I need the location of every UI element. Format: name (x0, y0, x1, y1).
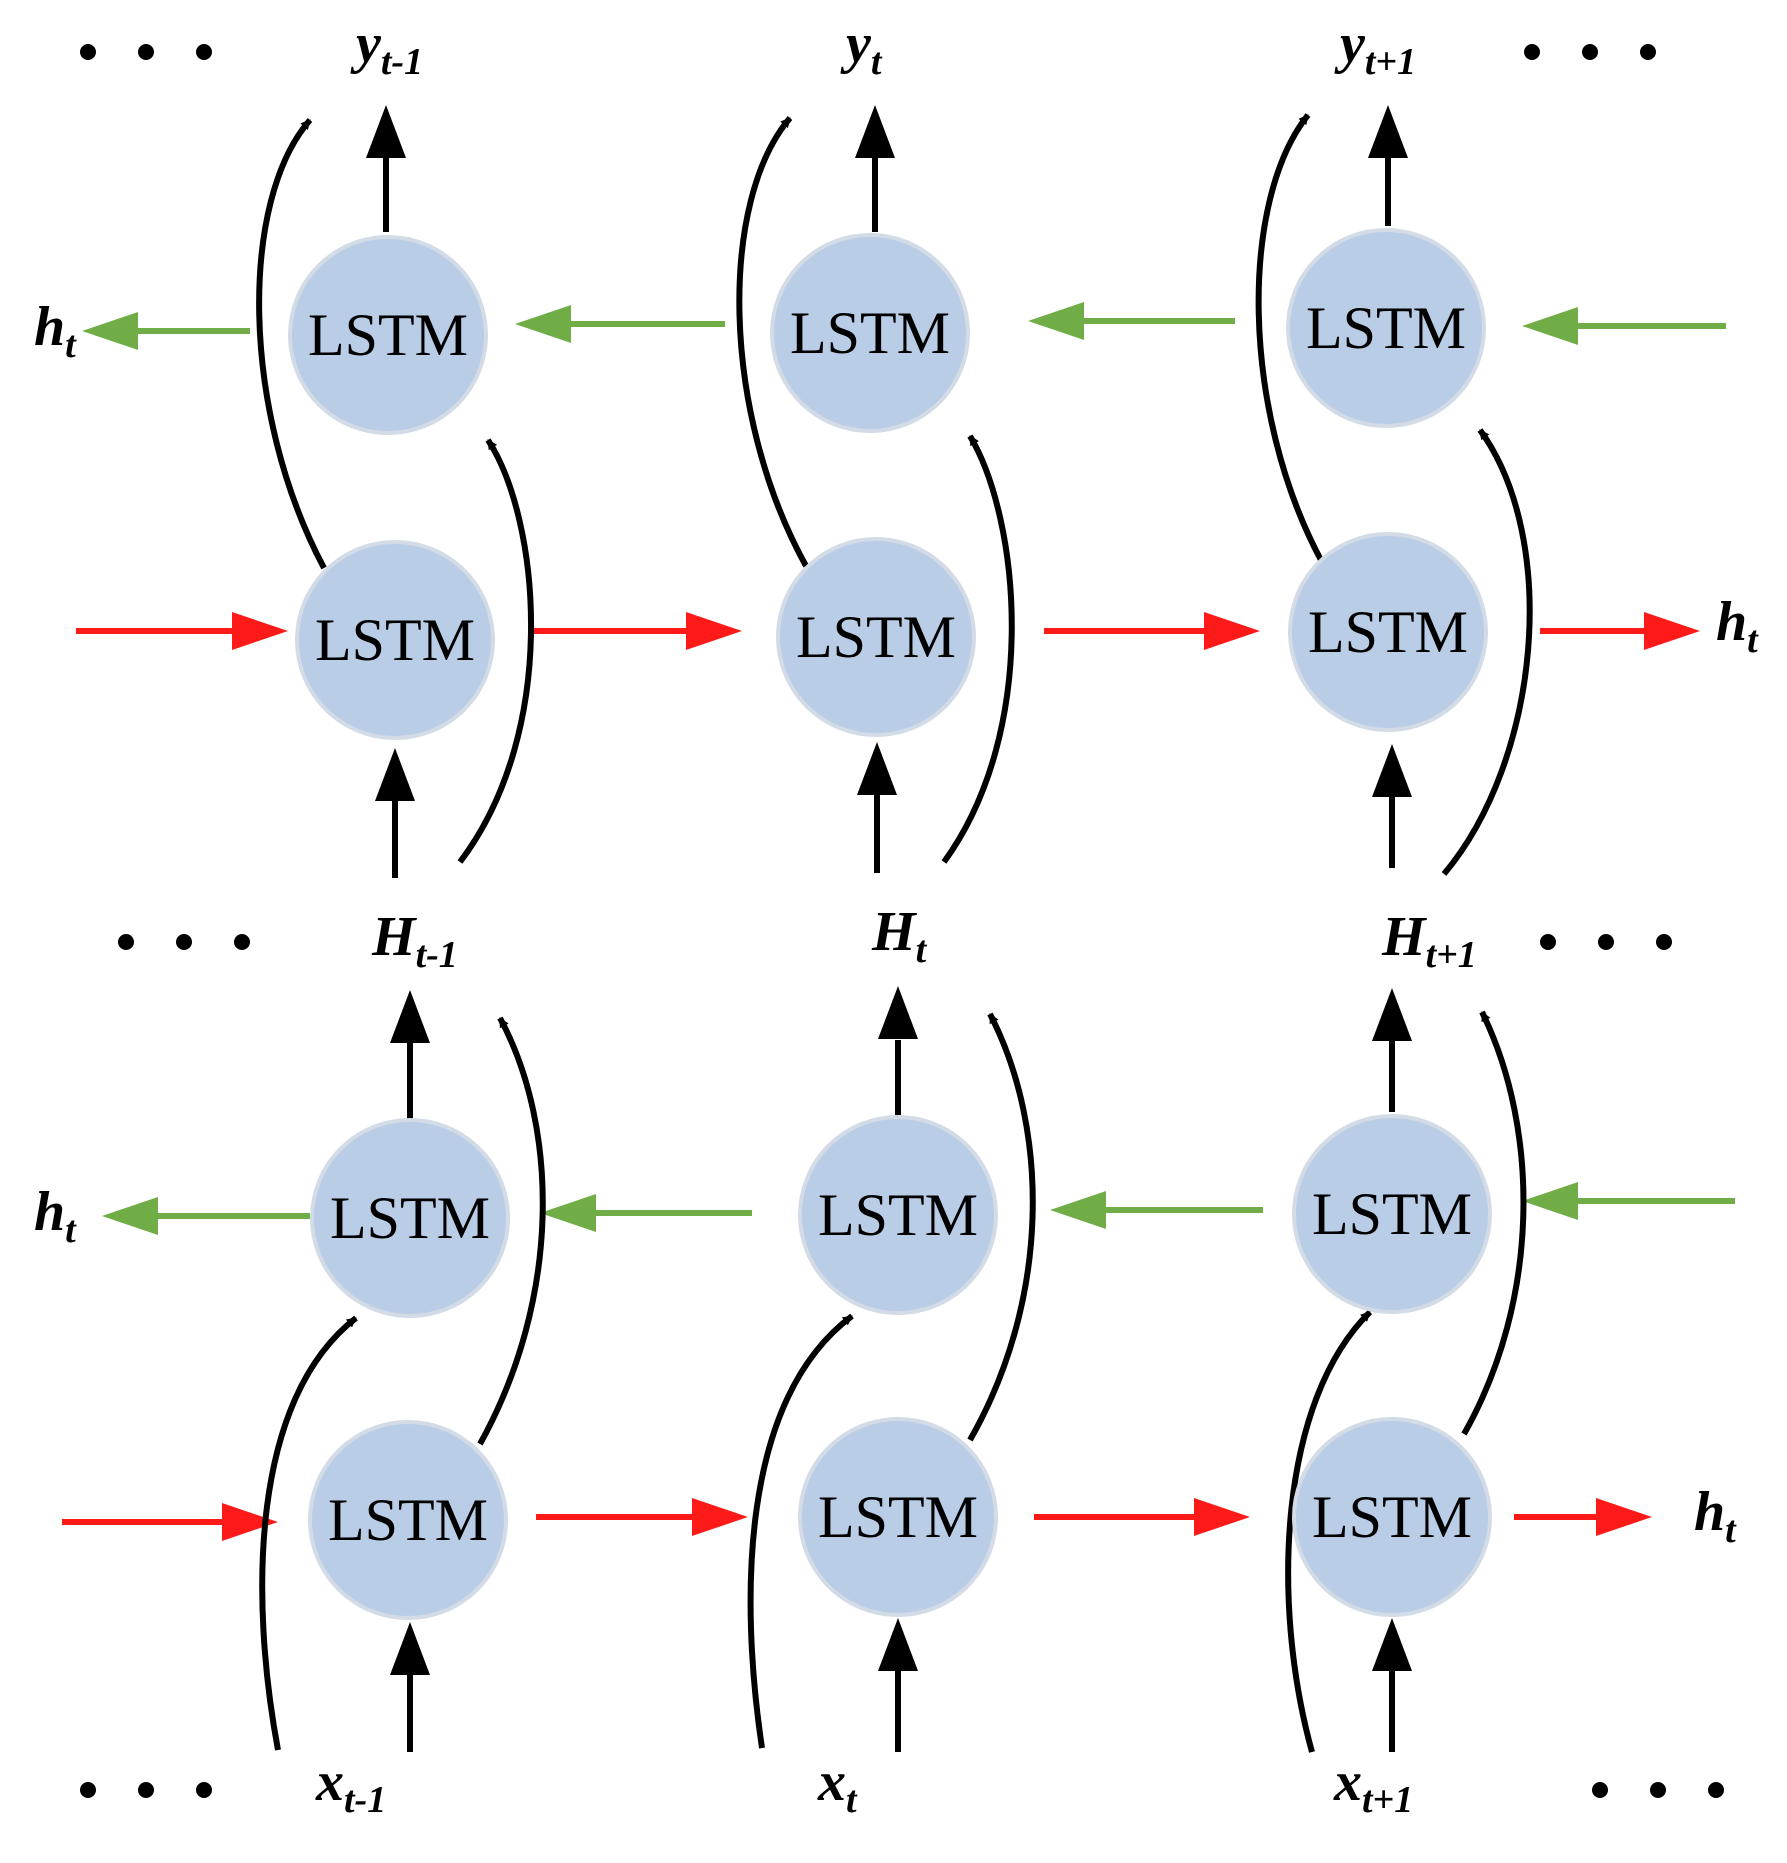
label-y-2: yt (840, 13, 883, 83)
label-x-3: xt+1 (1333, 1751, 1413, 1821)
arrow-bottom-backward-3 (1050, 1191, 1263, 1229)
lstm-node-top-backward-2: LSTM (770, 233, 970, 433)
lstm-node-top-backward-3: LSTM (1286, 228, 1486, 428)
arrow-x-to-lstm-3 (1372, 1618, 1412, 1752)
arrow-lstm-to-H-2 (878, 986, 918, 1115)
arrow-top-forward-4 (1540, 612, 1700, 650)
curve-H-to-backward-2 (941, 434, 1015, 864)
label-x-2: xt (817, 1751, 858, 1821)
curve-forward-to-H-3 (1461, 1010, 1527, 1436)
curve-H-to-backward-1 (457, 438, 534, 864)
bottom-forward-arrows (62, 1498, 1652, 1541)
label-H-1: Ht-1 (371, 906, 458, 976)
lstm-node-top-forward-2: LSTM (776, 537, 976, 737)
arrow-x-to-lstm-2 (878, 1618, 918, 1752)
label-y-3: yt+1 (1334, 13, 1416, 83)
arrow-bottom-backward-1 (102, 1197, 310, 1235)
label-h-bottom-backward: ht (34, 1181, 77, 1251)
curved-arrows (256, 113, 1533, 1753)
lstm-node-bottom-backward-2: LSTM (798, 1115, 998, 1315)
arrow-H-to-lstm-1 (375, 748, 415, 878)
arrow-H-to-lstm-2 (857, 742, 897, 873)
label-h-top-forward: ht (1716, 591, 1759, 661)
svg-text:LSTM: LSTM (328, 1487, 488, 1553)
arrow-bottom-forward-1 (62, 1503, 278, 1541)
lstm-node-bottom-forward-1: LSTM (308, 1420, 508, 1620)
arrow-bottom-backward-2 (540, 1194, 752, 1232)
arrow-H-to-lstm-3 (1372, 744, 1412, 868)
svg-text:LSTM: LSTM (796, 604, 956, 670)
arrow-bottom-forward-2 (536, 1498, 748, 1536)
ellipsis-middle-right (1540, 934, 1672, 950)
ellipsis-top-left (80, 44, 212, 60)
ellipsis-bottom-left (80, 1782, 212, 1798)
arrow-top-backward-4 (1522, 307, 1726, 345)
ellipsis-top-right (1524, 44, 1656, 60)
curve-x-to-backward-3 (1285, 1309, 1373, 1753)
curve-x-to-backward-1 (259, 1315, 358, 1751)
svg-text:LSTM: LSTM (818, 1182, 978, 1248)
lstm-node-top-forward-1: LSTM (295, 540, 495, 740)
curve-forward-to-H-1 (477, 1016, 546, 1446)
lstm-node-bottom-backward-1: LSTM (310, 1118, 510, 1318)
label-H-2: Ht (871, 901, 928, 971)
svg-text:LSTM: LSTM (790, 300, 950, 366)
curve-forward-to-y-3 (1255, 113, 1325, 564)
arrow-lstm-to-H-3 (1372, 988, 1412, 1112)
arrow-to-y-3 (1368, 105, 1408, 226)
curve-x-to-backward-2 (747, 1313, 854, 1749)
lstm-node-top-backward-1: LSTM (288, 235, 488, 435)
arrow-bottom-forward-3 (1034, 1498, 1250, 1536)
arrow-top-forward-2 (532, 612, 742, 650)
label-H-3: Ht+1 (1381, 906, 1477, 976)
arrow-top-backward-2 (515, 305, 725, 343)
arrow-to-y-1 (366, 105, 406, 232)
lstm-node-bottom-forward-2: LSTM (798, 1417, 998, 1617)
arrow-bottom-forward-4 (1514, 1498, 1652, 1536)
svg-text:LSTM: LSTM (1308, 599, 1468, 665)
label-h-bottom-forward: ht (1694, 1481, 1737, 1551)
curve-forward-to-H-2 (967, 1012, 1036, 1442)
lstm-node-bottom-backward-3: LSTM (1292, 1114, 1492, 1314)
arrow-top-backward-3 (1028, 302, 1235, 340)
arrow-top-backward-1 (82, 312, 250, 350)
label-h-top-backward: ht (34, 296, 77, 366)
curve-forward-to-y-1 (256, 118, 327, 570)
svg-text:LSTM: LSTM (1306, 295, 1466, 361)
label-y-1: yt-1 (350, 13, 423, 83)
arrow-lstm-to-H-1 (390, 990, 430, 1120)
curve-forward-to-y-2 (736, 116, 809, 568)
bottom-backward-arrows (102, 1182, 1735, 1235)
svg-text:LSTM: LSTM (1312, 1181, 1472, 1247)
lstm-node-top-forward-3: LSTM (1288, 532, 1488, 732)
arrow-top-forward-3 (1044, 612, 1260, 650)
top-backward-arrows (82, 302, 1726, 350)
ellipsis-bottom-right (1592, 1782, 1724, 1798)
svg-text:LSTM: LSTM (818, 1484, 978, 1550)
label-x-1: xt-1 (315, 1751, 386, 1821)
arrow-x-to-lstm-1 (390, 1622, 430, 1752)
curve-H-to-backward-3 (1441, 428, 1533, 876)
svg-text:LSTM: LSTM (308, 302, 468, 368)
top-forward-arrows (76, 612, 1700, 650)
svg-text:LSTM: LSTM (1312, 1484, 1472, 1550)
lstm-node-bottom-forward-3: LSTM (1292, 1417, 1492, 1617)
ellipsis-middle-left (118, 934, 250, 950)
svg-text:LSTM: LSTM (330, 1185, 490, 1251)
lstm-nodes: LSTM LSTM LSTM LSTM LSTM LSTM LSTM (288, 228, 1492, 1620)
vertical-arrows (366, 105, 1412, 1752)
arrow-to-y-2 (855, 105, 895, 232)
arrow-top-forward-1 (76, 612, 288, 650)
svg-text:LSTM: LSTM (315, 607, 475, 673)
arrow-bottom-backward-4 (1522, 1182, 1735, 1220)
